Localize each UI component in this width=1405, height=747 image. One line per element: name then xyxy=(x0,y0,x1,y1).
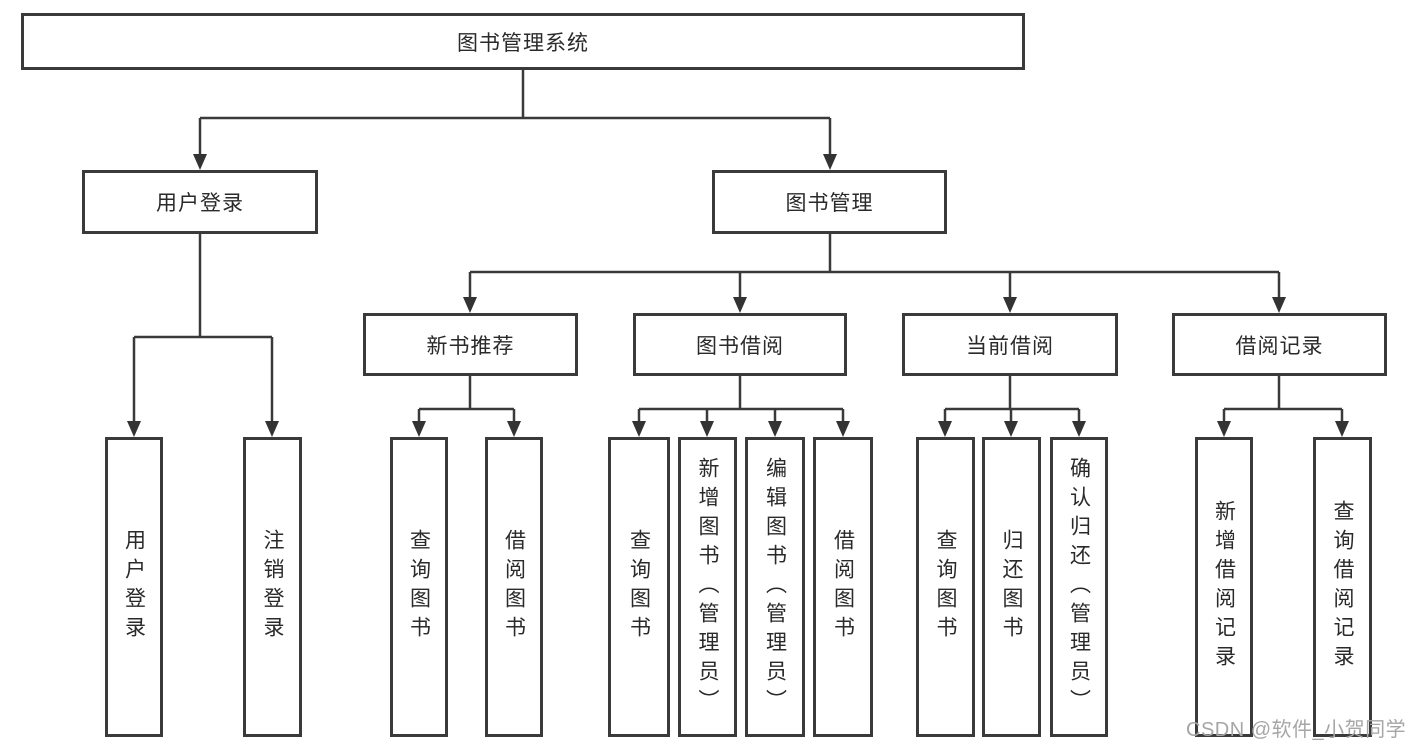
leaf-borrowing-edit-books-admin-label: 编辑图书（管理员） xyxy=(763,456,787,718)
leaf-recommend-borrow-books-label: 借阅图书 xyxy=(502,529,526,645)
leaf-records-query-record: 查询借阅记录 xyxy=(1313,437,1372,737)
connector-book-management xyxy=(468,234,1281,297)
leaf-recommend-query-books: 查询图书 xyxy=(390,437,448,737)
connector-new-book-recommendation xyxy=(417,376,516,421)
connector-borrowing-records xyxy=(1222,376,1344,421)
arrow-down-icon xyxy=(733,297,747,313)
node-new-book-recommendation: 新书推荐 xyxy=(363,313,578,376)
connector-current-borrowing xyxy=(943,376,1081,421)
arrow-down-icon xyxy=(1335,421,1349,437)
leaf-records-add-record: 新增借阅记录 xyxy=(1195,437,1253,737)
arrow-down-icon xyxy=(1217,421,1231,437)
leaf-recommend-borrow-books: 借阅图书 xyxy=(485,437,543,737)
leaf-current-confirm-return-admin-label: 确认归还（管理员） xyxy=(1067,456,1091,718)
node-book-management: 图书管理 xyxy=(712,170,947,234)
node-user-login: 用户登录 xyxy=(82,170,318,234)
leaf-borrowing-query-books: 查询图书 xyxy=(608,437,670,737)
node-book-borrowing-label: 图书借阅 xyxy=(696,334,784,358)
arrow-down-icon xyxy=(700,421,714,437)
arrow-down-icon xyxy=(1272,297,1286,313)
leaf-borrowing-borrow-books: 借阅图书 xyxy=(813,437,873,737)
leaf-user-login-label: 用户登录 xyxy=(122,529,146,645)
node-borrowing-records-label: 借阅记录 xyxy=(1235,334,1324,358)
connector-user-login xyxy=(132,234,274,421)
leaf-logout: 注销登录 xyxy=(243,437,302,737)
arrow-down-icon xyxy=(463,297,477,313)
leaf-borrowing-edit-books-admin: 编辑图书（管理员） xyxy=(745,437,805,737)
node-library-system-label: 图书管理系统 xyxy=(457,31,589,55)
leaf-borrowing-query-books-label: 查询图书 xyxy=(627,529,651,645)
leaf-current-confirm-return-admin: 确认归还（管理员） xyxy=(1050,437,1108,737)
connector-book-borrowing xyxy=(637,376,845,421)
node-library-system: 图书管理系统 xyxy=(21,13,1025,70)
arrow-down-icon xyxy=(938,421,952,437)
arrow-down-icon xyxy=(823,154,837,170)
leaf-current-return-books: 归还图书 xyxy=(982,437,1041,737)
arrow-down-icon xyxy=(193,154,207,170)
arrow-down-icon xyxy=(265,421,279,437)
node-book-borrowing: 图书借阅 xyxy=(633,313,847,376)
connector-root xyxy=(198,69,832,154)
node-borrowing-records: 借阅记录 xyxy=(1172,313,1387,376)
leaf-user-login: 用户登录 xyxy=(105,437,163,737)
leaf-current-return-books-label: 归还图书 xyxy=(1000,529,1023,645)
leaf-records-add-record-label: 新增借阅记录 xyxy=(1212,500,1236,674)
arrow-down-icon xyxy=(632,421,646,437)
arrow-down-icon xyxy=(1004,421,1018,437)
leaf-recommend-query-books-label: 查询图书 xyxy=(407,529,431,645)
leaf-borrowing-borrow-books-label: 借阅图书 xyxy=(831,529,855,645)
leaf-borrowing-add-books-admin: 新增图书（管理员） xyxy=(678,437,737,737)
arrow-down-icon xyxy=(836,421,850,437)
node-book-management-label: 图书管理 xyxy=(785,192,874,215)
leaf-current-query-books-label: 查询图书 xyxy=(934,529,957,645)
csdn-watermark: CSDN @软件_小贺同学 xyxy=(1186,719,1405,741)
node-user-login-label: 用户登录 xyxy=(156,192,244,215)
node-new-book-recommendation-label: 新书推荐 xyxy=(426,334,515,358)
leaf-borrowing-add-books-admin-label: 新增图书（管理员） xyxy=(696,456,719,718)
leaf-logout-label: 注销登录 xyxy=(261,529,284,645)
arrow-down-icon xyxy=(127,421,141,437)
leaf-records-query-record-label: 查询借阅记录 xyxy=(1331,500,1354,674)
leaf-current-query-books: 查询图书 xyxy=(916,437,975,737)
arrow-down-icon xyxy=(1072,421,1086,437)
node-current-borrowing-label: 当前借阅 xyxy=(966,334,1054,358)
node-current-borrowing: 当前借阅 xyxy=(902,313,1118,376)
arrowhead-icons xyxy=(127,154,1349,437)
arrow-down-icon xyxy=(412,421,426,437)
arrow-down-icon xyxy=(768,421,782,437)
arrow-down-icon xyxy=(507,421,521,437)
arrow-down-icon xyxy=(1003,297,1017,313)
